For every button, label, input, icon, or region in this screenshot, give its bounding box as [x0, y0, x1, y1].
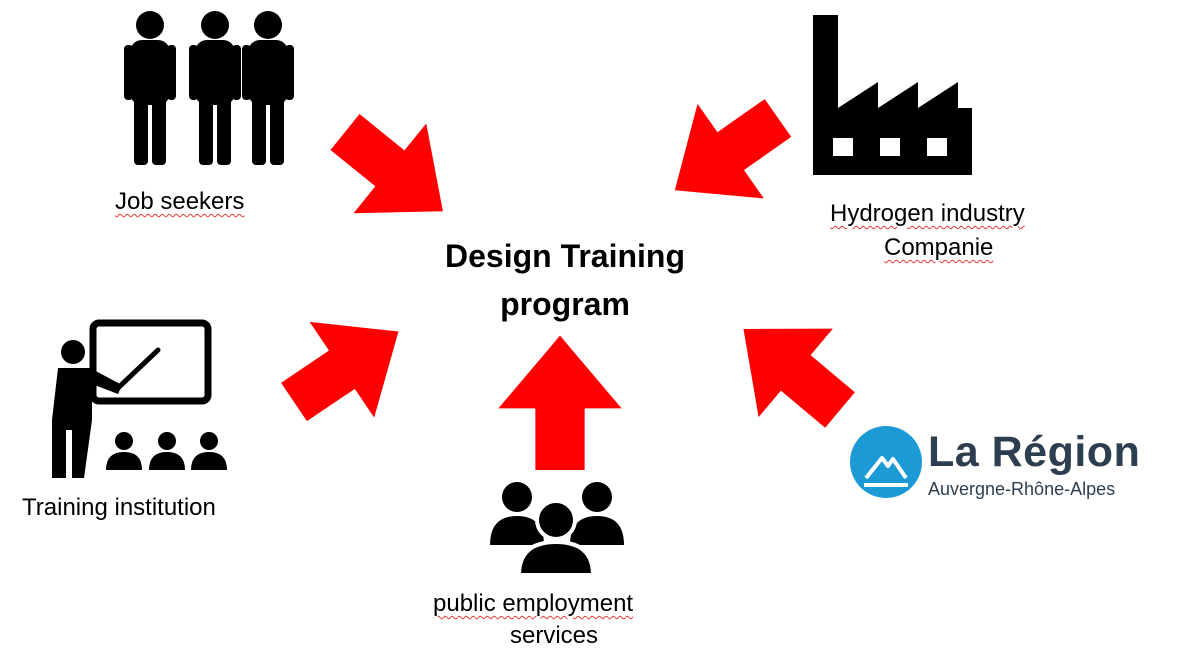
training-institution-text: Training institution [22, 494, 216, 521]
employment-text-1: public employment [433, 590, 634, 617]
arrow-job-seekers [308, 87, 480, 257]
people-group-icon [124, 11, 294, 165]
teacher-presentation-icon [52, 319, 227, 478]
label-employment-line1: public employment [433, 588, 633, 620]
label-employment-line2: services [510, 620, 598, 652]
label-job-seekers: Job seekers [115, 186, 244, 218]
arrow-region [706, 284, 878, 455]
title-line-1: Design Training [444, 238, 686, 274]
region-logo: La Région Auvergne-Rhône-Alpes [928, 428, 1140, 500]
industry-text-1: Hydrogen industry [830, 200, 1025, 227]
region-logo-icon [850, 426, 922, 498]
design-training-title: Design Training program [400, 232, 730, 328]
industry-text-2: Companie [884, 234, 994, 261]
region-logo-title: La Région [928, 428, 1141, 476]
label-industry-line2: Companie [884, 232, 993, 264]
arrow-industry [641, 70, 812, 238]
employment-group-icon [490, 482, 624, 577]
arrow-employment-services [498, 335, 622, 470]
factory-icon [813, 15, 972, 175]
region-logo-subtitle: Auvergne-Rhône-Alpes [928, 479, 1116, 499]
label-training-institution: Training institution [22, 492, 216, 524]
label-industry-line1: Hydrogen industry [830, 198, 1025, 230]
title-line-2: program [500, 286, 630, 322]
employment-text-2: services [510, 622, 599, 649]
job-seekers-text: Job seekers [115, 188, 245, 215]
